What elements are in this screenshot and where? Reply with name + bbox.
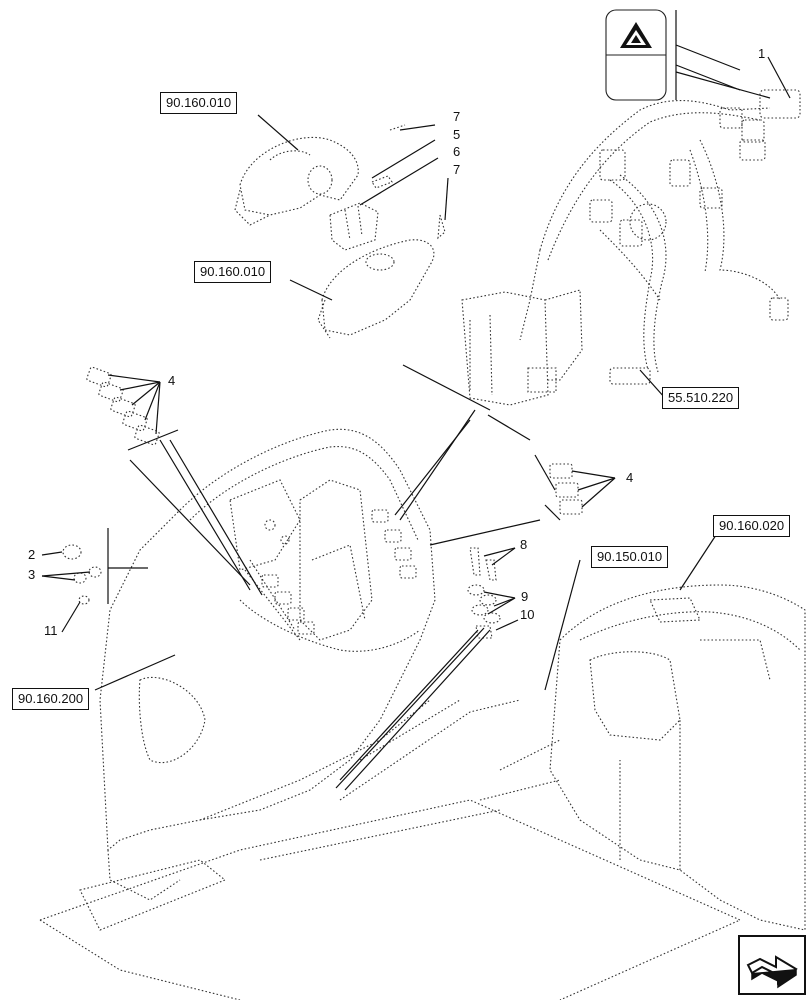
hazard-switch-bracket bbox=[675, 10, 791, 100]
next-page-arrow-icon[interactable] bbox=[738, 935, 806, 995]
reference-90-150-010[interactable]: 90.150.010 bbox=[591, 546, 669, 568]
callout-1: 1 bbox=[758, 46, 766, 61]
reference-90-160-010-mid[interactable]: 90.160.010 bbox=[194, 261, 272, 283]
callout-10: 10 bbox=[520, 607, 535, 622]
callout-4-left: 4 bbox=[168, 373, 176, 388]
column-cover-upper bbox=[234, 136, 359, 226]
reference-90-160-020[interactable]: 90.160.020 bbox=[713, 515, 791, 537]
reference-55-510-220[interactable]: 55.510.220 bbox=[662, 387, 740, 409]
side-console bbox=[479, 584, 806, 931]
rocker-switch-set-right bbox=[549, 463, 583, 515]
reference-90-160-200[interactable]: 90.160.200 bbox=[12, 688, 90, 710]
control-module bbox=[461, 289, 583, 406]
switch-block bbox=[329, 124, 446, 251]
callout-4-right: 4 bbox=[626, 470, 634, 485]
callout-7-lower: 7 bbox=[453, 162, 461, 177]
callout-2: 2 bbox=[28, 547, 36, 562]
dashboard-console bbox=[99, 428, 436, 901]
callout-3: 3 bbox=[28, 567, 36, 582]
callout-9: 9 bbox=[521, 589, 529, 604]
cab-floor bbox=[39, 699, 742, 1001]
callout-7-upper: 7 bbox=[453, 109, 461, 124]
callout-11: 11 bbox=[44, 623, 58, 638]
hazard-warning-triangle-icon bbox=[620, 22, 652, 48]
left-switch-leaders bbox=[107, 374, 161, 435]
wiring-harness bbox=[519, 89, 801, 385]
rocker-switch-set-left bbox=[86, 366, 160, 446]
callout-5: 5 bbox=[453, 127, 461, 142]
fasteners bbox=[467, 547, 501, 639]
callout-6: 6 bbox=[453, 144, 461, 159]
plugs-left bbox=[62, 544, 102, 605]
hazard-switch-tile bbox=[605, 9, 667, 101]
callout-8: 8 bbox=[520, 537, 528, 552]
column-cover-lower bbox=[317, 239, 435, 339]
right-switch-leaders bbox=[571, 470, 616, 508]
reference-90-160-010-top[interactable]: 90.160.010 bbox=[160, 92, 238, 114]
